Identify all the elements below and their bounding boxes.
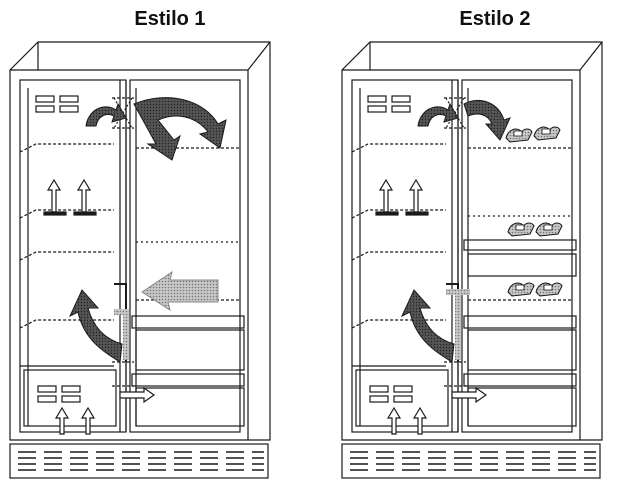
style-1-title: Estilo 1 xyxy=(134,8,206,30)
fridge-diagram-style-1 xyxy=(9,41,271,479)
style-2-title: Estilo 2 xyxy=(459,8,531,30)
fridge-diagram-style-2 xyxy=(341,41,603,479)
